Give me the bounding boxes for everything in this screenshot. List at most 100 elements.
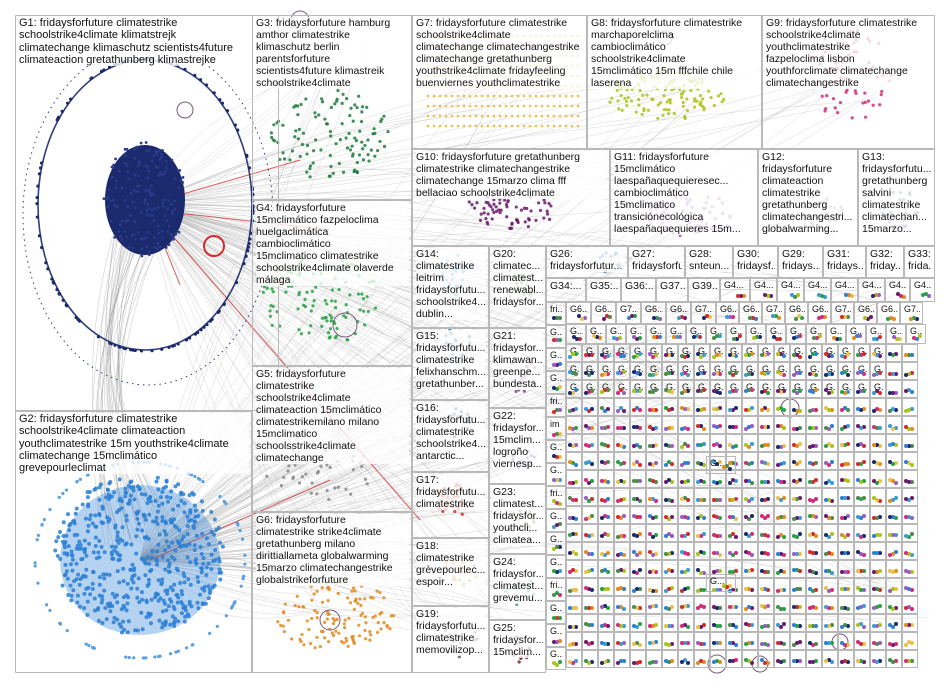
small-group-cell[interactable] [806,506,822,524]
small-group-cell[interactable] [566,560,582,578]
small-group-cell[interactable] [598,488,614,506]
small-group-cell[interactable]: G... [598,380,614,398]
small-group-cell[interactable]: G... [646,362,662,380]
small-group-cell[interactable]: G... [870,344,886,362]
small-group-cell[interactable] [838,542,854,560]
small-group-cell[interactable]: G... [630,380,646,398]
small-group-cell[interactable] [710,506,726,524]
small-group-cell[interactable] [838,488,854,506]
small-group-cell[interactable]: fri... [546,486,566,509]
small-group-cell[interactable] [742,488,758,506]
small-group-cell[interactable] [630,488,646,506]
small-group-cell[interactable]: G6... [591,302,616,324]
small-group-cell[interactable] [646,506,662,524]
small-group-cell[interactable]: G... [662,362,678,380]
small-group-cell[interactable] [566,632,582,650]
small-group-cell[interactable]: G... [766,324,786,344]
small-group-cell[interactable]: G... [774,344,790,362]
small-group-cell[interactable] [566,416,582,434]
small-group-cell[interactable] [726,524,742,542]
small-group-cell[interactable]: G... [866,324,886,344]
small-group-cell[interactable]: G... [822,380,838,398]
small-group-cell[interactable]: G... [806,344,822,362]
small-group-cell[interactable] [838,650,854,668]
small-group-cell[interactable] [838,524,854,542]
small-group-cell[interactable]: G... [726,324,746,344]
group-box-G29[interactable]: G29: fridays... [778,246,823,278]
group-box-G4[interactable]: G4: fridaysforfuture 15mclimático fazpel… [252,200,412,366]
small-group-cell[interactable] [566,524,582,542]
small-group-cell[interactable] [678,434,694,452]
small-group-cell[interactable] [806,452,822,470]
small-group-cell[interactable] [870,614,886,632]
small-group-cell[interactable] [822,506,838,524]
small-group-cell[interactable] [742,596,758,614]
small-group-cell[interactable]: G... [546,371,566,394]
small-group-cell[interactable] [694,596,710,614]
small-group-cell[interactable] [726,542,742,560]
small-group-cell[interactable] [902,596,918,614]
small-group-cell[interactable]: G... [742,362,758,380]
small-group-cell[interactable] [758,578,774,596]
small-group-cell[interactable] [662,632,678,650]
small-group-cell[interactable] [566,452,582,470]
small-group-cell[interactable]: G4... [858,278,885,302]
small-group-cell[interactable] [774,416,790,434]
small-group-cell[interactable] [614,416,630,434]
small-group-cell[interactable] [710,488,726,506]
small-group-cell[interactable] [646,470,662,488]
small-group-cell[interactable]: G... [646,324,666,344]
small-group-cell[interactable] [710,632,726,650]
small-group-cell[interactable] [870,650,886,668]
small-group-cell[interactable] [774,506,790,524]
small-group-cell[interactable] [742,632,758,650]
small-group-cell[interactable] [662,470,678,488]
small-group-cell[interactable]: G... [614,344,630,362]
small-group-cell[interactable] [742,524,758,542]
small-group-cell[interactable] [902,344,918,362]
small-group-cell[interactable]: G... [838,380,854,398]
small-group-cell[interactable] [886,560,902,578]
small-group-cell[interactable] [678,470,694,488]
small-group-cell[interactable] [774,488,790,506]
small-group-cell[interactable]: G... [546,647,566,670]
small-group-cell[interactable] [630,650,646,668]
small-group-cell[interactable] [710,434,726,452]
small-group-cell[interactable] [582,470,598,488]
small-group-cell[interactable] [774,632,790,650]
group-box-G28[interactable]: G28: snteun... [685,246,733,278]
small-group-cell[interactable] [822,650,838,668]
small-group-cell[interactable]: G... [566,344,582,362]
small-group-cell[interactable] [646,614,662,632]
small-group-cell[interactable]: G... [694,344,710,362]
small-group-cell[interactable] [774,614,790,632]
small-group-cell[interactable] [598,398,614,416]
small-group-cell[interactable] [646,542,662,560]
small-group-cell[interactable]: G4... [720,278,750,302]
small-group-cell[interactable] [630,578,646,596]
small-group-cell[interactable] [646,650,662,668]
small-group-cell[interactable] [854,632,870,650]
small-group-cell[interactable]: G... [546,601,566,624]
small-group-cell[interactable] [822,434,838,452]
small-group-cell[interactable]: G... [666,324,686,344]
small-group-cell[interactable]: G... [614,362,630,380]
small-group-cell[interactable]: G... [678,344,694,362]
small-group-cell[interactable] [854,506,870,524]
small-group-cell[interactable]: G4... [910,278,935,302]
small-group-cell[interactable] [678,416,694,434]
small-group-cell[interactable] [822,524,838,542]
small-group-cell[interactable] [758,470,774,488]
small-group-cell[interactable]: G... [706,456,736,474]
small-group-cell[interactable] [630,434,646,452]
small-group-cell[interactable] [838,560,854,578]
small-group-cell[interactable] [694,416,710,434]
small-group-cell[interactable] [854,650,870,668]
small-group-cell[interactable] [598,434,614,452]
small-group-cell[interactable] [902,542,918,560]
small-group-cell[interactable]: G7... [762,302,785,324]
group-box-G24[interactable]: G24: fridaysfor... climatest... grevemu.… [489,554,546,620]
small-group-cell[interactable]: G... [838,362,854,380]
small-group-cell[interactable] [854,524,870,542]
group-box-G16[interactable]: G16: fridaysforfutu... climatestrike sch… [412,400,489,472]
